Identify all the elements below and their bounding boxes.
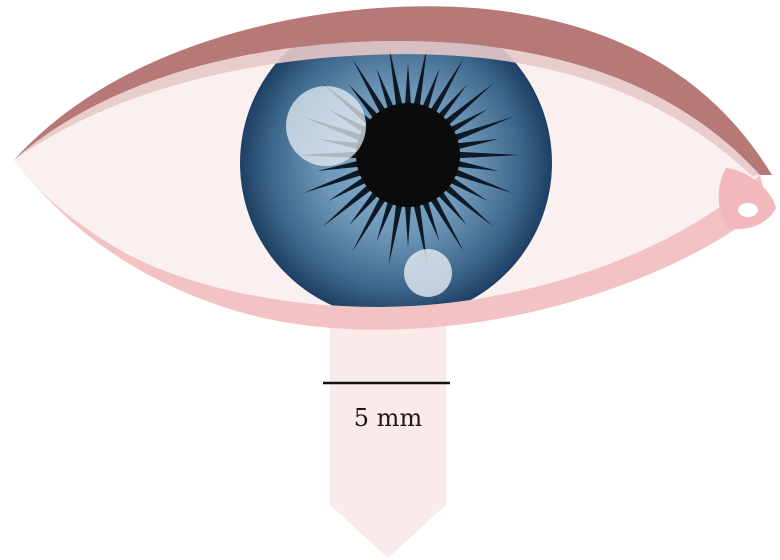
pupil xyxy=(356,103,460,207)
caruncle xyxy=(719,168,776,229)
upper-highlight xyxy=(286,86,366,166)
lower-highlight xyxy=(404,249,452,297)
caruncle-highlight xyxy=(738,203,758,217)
scale-bar-label: 5 mm xyxy=(354,404,423,432)
